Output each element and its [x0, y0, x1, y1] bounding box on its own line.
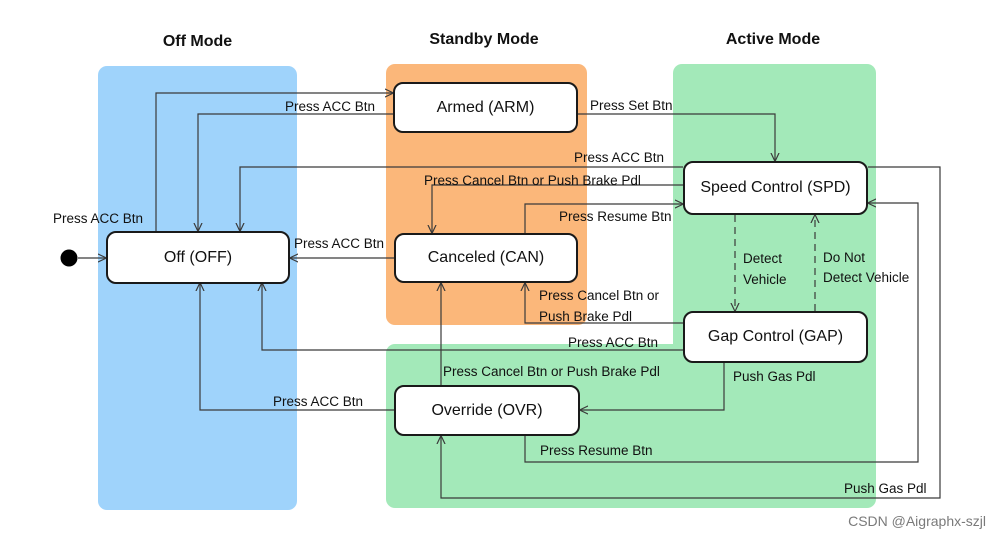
- arrow-canceled-to-speed: [524, 204, 683, 233]
- arrow-off-to-armed: [155, 93, 393, 231]
- label-armed-to-speed: Press Set Btn: [590, 98, 673, 113]
- label-speed-to-override: Push Gas Pdl: [844, 481, 927, 496]
- label-override-to-off: Press ACC Btn: [273, 394, 364, 409]
- label-gap-to-override: Push Gas Pdl: [733, 369, 816, 384]
- state-gap-control: Gap Control (GAP): [683, 311, 868, 363]
- standby-mode-title: Standby Mode: [429, 31, 539, 48]
- label-canceled-to-off: Press ACC Btn: [294, 236, 385, 251]
- label-gap-to-off: Press ACC Btn: [568, 335, 659, 350]
- watermark: CSDN @Aigraphx-szjl: [848, 513, 986, 529]
- arrow-armed-to-speed: [578, 113, 775, 161]
- arrow-override-to-off: [200, 283, 394, 411]
- state-off: Off (OFF): [106, 231, 290, 284]
- off-mode-title: Off Mode: [162, 33, 233, 50]
- label-no-detect-line1: Do Not: [823, 250, 866, 265]
- label-override-to-canceled: Press Cancel Btn or Push Brake Pdl: [443, 364, 660, 379]
- label-init-to-off: Press ACC Btn: [53, 211, 144, 226]
- arrow-speed-to-canceled: [432, 184, 683, 233]
- state-armed: Armed (ARM): [393, 82, 578, 133]
- label-speed-to-off: Press ACC Btn: [574, 150, 665, 165]
- arrow-armed-to-off: [198, 113, 393, 231]
- initial-state-dot: [60, 249, 78, 267]
- label-off-to-armed: Press ACC Btn: [285, 99, 376, 114]
- state-speed-control: Speed Control (SPD): [683, 161, 868, 215]
- label-detect-vehicle-line1: Detect: [743, 251, 783, 266]
- label-override-to-speed: Press Resume Btn: [540, 443, 653, 458]
- label-speed-to-canceled: Press Cancel Btn or Push Brake Pdl: [424, 173, 641, 188]
- label-no-detect-line2: Detect Vehicle: [823, 270, 910, 285]
- active-mode-title: Active Mode: [725, 31, 821, 48]
- label-gap-to-canceled-line1: Press Cancel Btn or: [539, 288, 660, 303]
- arrow-override-to-speed: [524, 203, 919, 463]
- arrow-speed-to-override: [441, 166, 941, 499]
- arrow-speed-to-off: [240, 166, 683, 231]
- label-detect-vehicle-line2: Vehicle: [743, 272, 787, 287]
- arrow-gap-to-override: [580, 363, 725, 410]
- state-canceled: Canceled (CAN): [394, 233, 578, 283]
- arrow-gap-to-off: [262, 283, 683, 351]
- label-gap-to-canceled-line2: Push Brake Pdl: [539, 309, 633, 324]
- label-canceled-to-speed: Press Resume Btn: [559, 209, 672, 224]
- state-override: Override (OVR): [394, 385, 580, 436]
- arrow-gap-to-canceled: [525, 283, 683, 324]
